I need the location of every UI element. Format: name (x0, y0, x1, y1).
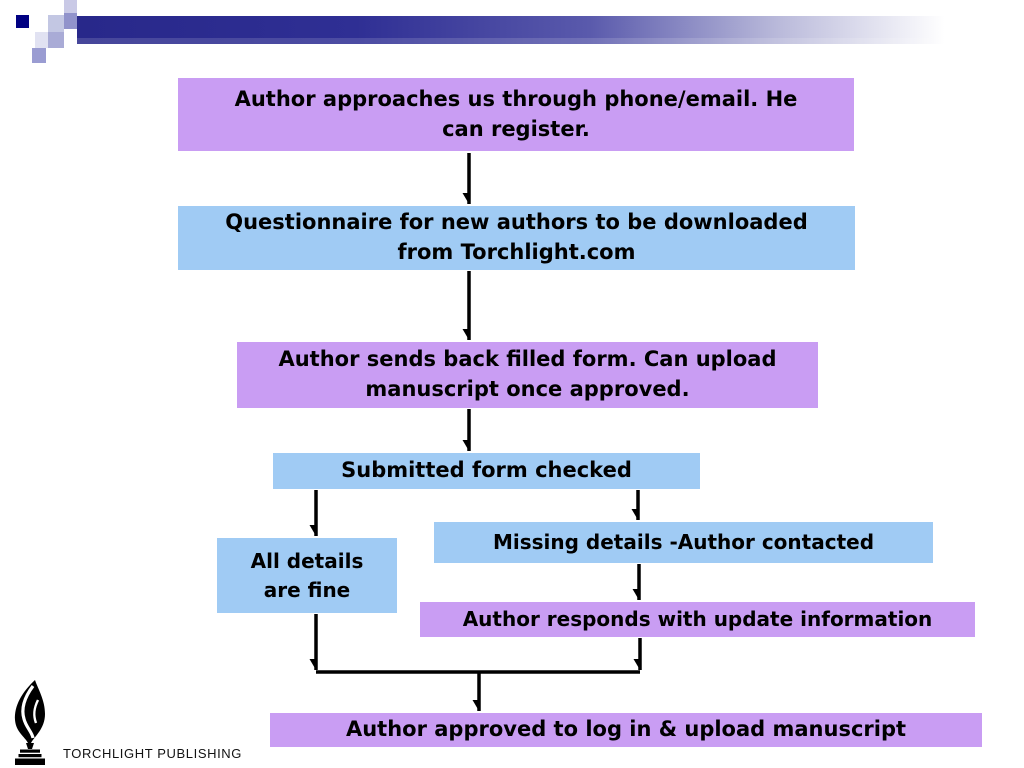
flow-node-questionnaire-download: Questionnaire for new authors to be down… (178, 206, 855, 270)
header-gradient-bar (77, 16, 1010, 44)
decorative-square (48, 32, 64, 48)
flow-node-author-sends-form: Author sends back filled form. Can uploa… (237, 342, 818, 408)
flow-node-missing-details: Missing details -Author contacted (434, 522, 933, 563)
decorative-square (64, 0, 77, 13)
brand-text: TORCHLIGHT PUBLISHING (63, 746, 242, 761)
flow-node-author-approved: Author approved to log in & upload manus… (270, 713, 982, 747)
flow-node-form-checked: Submitted form checked (273, 453, 700, 489)
decorative-square (32, 48, 46, 63)
decorative-square (64, 13, 77, 29)
flow-node-details-fine: All details are fine (217, 538, 397, 613)
flow-node-author-responds: Author responds with update information (420, 602, 975, 637)
decorative-square (48, 15, 64, 32)
decorative-square (16, 15, 29, 28)
decorative-square (35, 32, 48, 48)
flow-node-author-approaches: Author approaches us through phone/email… (178, 78, 854, 151)
torchlight-flame-logo-icon (14, 680, 45, 765)
